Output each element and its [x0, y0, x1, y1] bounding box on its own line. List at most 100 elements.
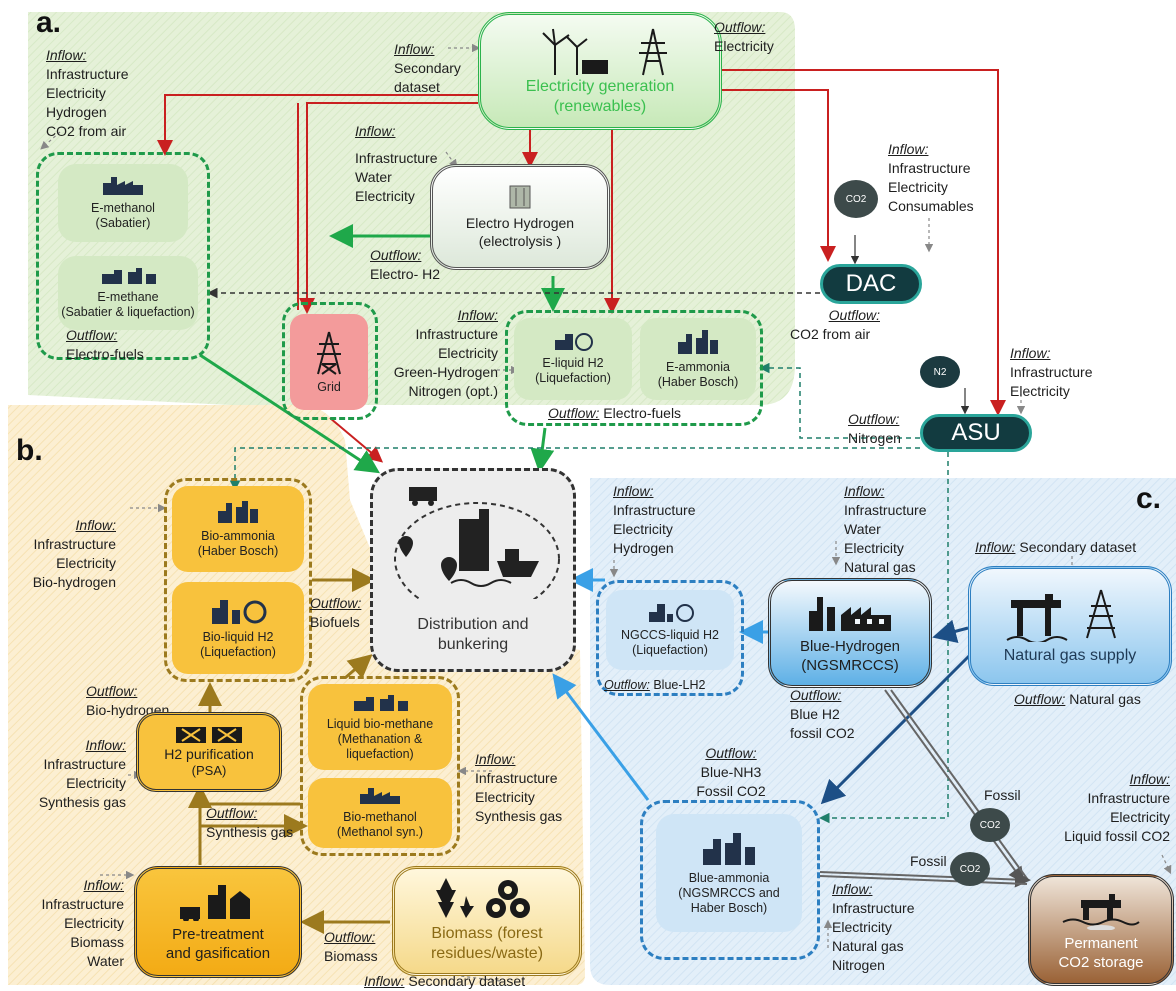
co2-cloud-icon: CO2 — [950, 852, 990, 886]
inflow-item: Electricity — [56, 555, 116, 571]
offshore-storage-icon — [1062, 894, 1140, 930]
arrow-bluehyd-storage-b — [890, 689, 1029, 881]
node-grid: Grid — [290, 314, 368, 410]
node-blue-hydrogen: Blue-Hydrogen (NGSMRCCS) — [768, 578, 932, 688]
outflow-label: Outflow: — [828, 307, 880, 323]
transmission-tower-icon — [317, 331, 341, 375]
purification-inflow: Inflow: Infrastructure Electricity Synth… — [16, 736, 126, 812]
arrow-elec-grid — [299, 102, 478, 314]
dac-inflow: Inflow: Infrastructure Electricity Consu… — [888, 140, 974, 216]
electricity-generation-subtitle: (renewables) — [553, 98, 647, 115]
node-bio-liquid-h2: Bio-liquid H2 (Liquefaction) — [172, 582, 304, 674]
inflow-item: Electricity — [438, 345, 498, 361]
forest-logs-icon — [436, 878, 530, 918]
arrow-eliq-dist — [530, 427, 555, 473]
co2-label: CO2 — [845, 193, 867, 205]
outflow-item: CO2 from air — [790, 326, 871, 342]
ammonia-plant-icon — [678, 330, 718, 354]
inflow-item: Water — [87, 953, 124, 969]
node-electricity-generation: Electricity generation (renewables) — [478, 12, 722, 130]
fossil-label-1: Fossil — [984, 787, 1021, 803]
inflow-item: dataset — [394, 79, 440, 95]
bio-liquid-h2-title: Bio-liquid H2 — [202, 630, 274, 644]
inflow-label: Inflow: — [83, 877, 124, 893]
arrow-ng-blueamm — [820, 648, 977, 805]
ammonia-plant-icon — [218, 501, 258, 523]
node-asu: ASU — [920, 414, 1032, 452]
inflow-item: Secondary — [394, 60, 461, 76]
inflow-item: Infrastructure — [844, 502, 927, 518]
liquefaction-plant-icon — [102, 268, 156, 284]
inflow-item: Electricity — [1010, 383, 1070, 399]
section-label-c: c. — [1136, 482, 1162, 515]
node-pretreatment: Pre-treatment and gasification — [134, 866, 302, 978]
ngccs-inflow: Inflow: Infrastructure Electricity Hydro… — [613, 482, 695, 558]
inflow-item: Electricity — [832, 919, 892, 935]
inflow-item: Water — [844, 521, 881, 537]
inflow-item: Infrastructure — [613, 502, 696, 518]
outflow-label: Outflow: — [66, 327, 118, 343]
blue-ammonia-title: Blue-ammonia — [688, 870, 770, 885]
inflow-item: Electricity — [64, 915, 124, 931]
dac-title: DAC — [845, 270, 897, 297]
node-natural-gas-supply: Natural gas supply — [968, 566, 1172, 686]
inflow-label: Inflow: — [1129, 771, 1170, 787]
arrow-asu-eammonia — [759, 362, 920, 439]
inflow-item: Liquid fossil CO2 — [1064, 828, 1170, 844]
ship-port-icon — [394, 487, 560, 599]
outflow-label: Outflow: — [1014, 691, 1066, 707]
arrow-elec-dac — [722, 89, 836, 262]
outflow-label: Outflow: — [604, 678, 650, 692]
outflow-label: Outflow: — [705, 745, 757, 761]
syngas-outflow: Outflow: Synthesis gas — [206, 804, 293, 842]
liquefaction-icon — [649, 604, 694, 622]
inflow-item: Electricity — [355, 188, 415, 204]
storage-inflow: Inflow: Infrastructure Electricity Liqui… — [1040, 770, 1170, 846]
node-permanent-storage: Permanent CO2 storage — [1028, 874, 1174, 986]
biomass-title: Biomass (forest — [431, 925, 543, 942]
arrow-asu-bioammonia — [229, 447, 920, 491]
outflow-item: Blue H2 — [790, 706, 840, 722]
e-ammonia-title: E-ammonia — [666, 360, 730, 374]
inflow-label: Inflow: — [1010, 345, 1051, 361]
h2-inflow: Inflow: Infrastructure Water Electricity — [355, 122, 437, 206]
outflow-item: Electro-fuels — [603, 405, 682, 421]
factory-icon — [360, 788, 400, 804]
blue-hydrogen-subtitle: (NGSMRCCS) — [801, 657, 899, 674]
co2-cloud-icon: CO2 — [834, 180, 878, 218]
inflow-item: Hydrogen — [46, 104, 107, 120]
bluehydrogen-outflow: Outflow: Blue H2 fossil CO2 — [790, 686, 855, 743]
inflow-item: Secondary dataset — [1019, 539, 1137, 555]
arrow-blueamm-storage — [819, 871, 1031, 888]
node-e-methane: E-methane (Sabatier & liquefaction) — [58, 256, 198, 330]
outflow-item: Nitrogen — [848, 430, 901, 446]
inflow-item: Infrastructure — [41, 896, 124, 912]
bio-methanol-subtitle: (Methanol syn.) — [336, 825, 424, 839]
outflow-item: Synthesis gas — [206, 824, 294, 840]
blueammonia-outflow: Outflow: Blue-NH3 Fossil CO2 — [676, 744, 786, 801]
h2-purification-title: H2 purification — [164, 746, 254, 762]
arrow-ng-bluehyd — [932, 619, 969, 643]
node-blue-ammonia: Blue-ammonia (NGSMRCCS and Haber Bosch) — [656, 814, 802, 932]
inflow-label: Inflow: — [613, 483, 654, 499]
outflow-label: Outflow: — [548, 405, 600, 421]
inflow-item: Nitrogen (opt.) — [408, 383, 498, 399]
purification-outflow: Outflow: Bio-hydrogen — [86, 682, 169, 720]
inflow-item: Infrastructure — [1010, 364, 1093, 380]
co2-label: CO2 — [959, 863, 981, 875]
inflow-item: CO2 from air — [46, 123, 127, 139]
dac-outflow: Outflow: CO2 from air — [790, 306, 880, 344]
secondary-inflow: Inflow: Secondary dataset — [394, 40, 461, 97]
inflow-item: Green-Hydrogen — [393, 364, 498, 380]
asu-outflow: Outflow: Nitrogen — [848, 410, 901, 448]
inflow-item: Natural gas — [832, 938, 904, 954]
electricity-outflow: Outflow: Electricity — [714, 18, 774, 56]
inflow-label: Inflow: — [475, 751, 516, 767]
inflow-item: Electricity — [613, 521, 673, 537]
outflow-label: Outflow: — [310, 595, 362, 611]
bio-ammonia-title: Bio-ammonia — [201, 529, 275, 543]
liquefaction-icon — [555, 333, 593, 351]
fossil-label-2: Fossil — [910, 853, 947, 869]
inflow-item: Electricity — [475, 789, 535, 805]
